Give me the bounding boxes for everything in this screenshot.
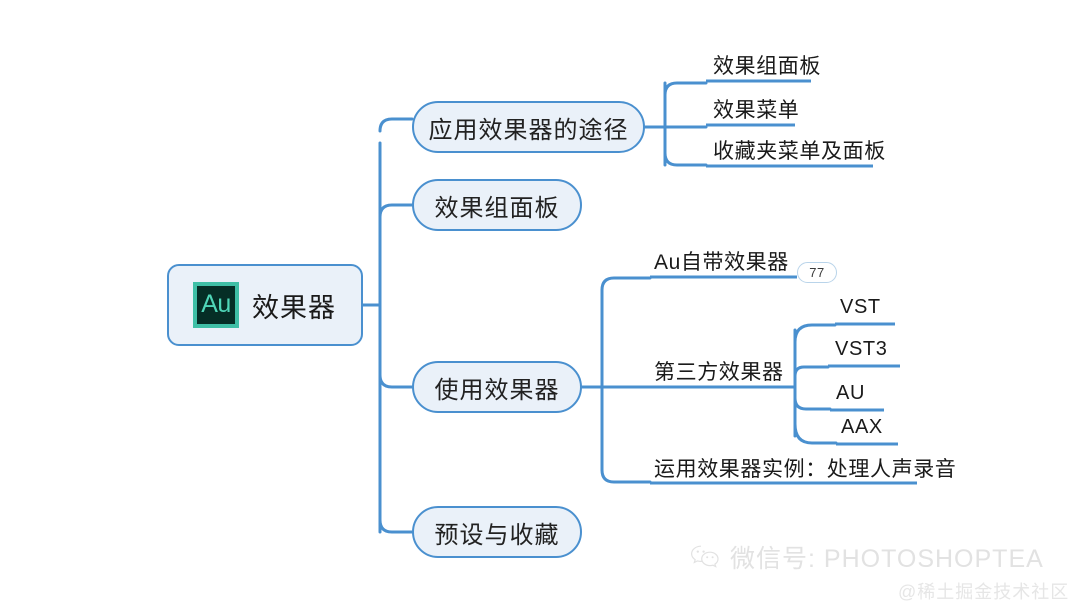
leaf-label-vst[interactable]: VST [840,296,881,318]
branch-node-effects-rack-panel[interactable]: 效果组面板 [412,179,582,231]
au-app-icon: Au [193,282,239,328]
leaf-label-aax[interactable]: AAX [841,416,883,438]
wire-3p-vst3 [793,365,830,378]
root-node-label: 效果器 [252,292,336,323]
leaf-label-au[interactable]: AU [836,382,865,404]
wechat-icon [690,545,719,568]
leaf-label-favorites-menu-panel[interactable]: 收藏夹菜单及面板 [713,140,886,163]
leaf-label-third-party-effects[interactable]: 第三方效果器 [654,361,784,384]
badge-count-au-builtin-effects: 77 [797,262,837,283]
root-node[interactable]: Au 效果器 [167,264,363,346]
branch-node-presets-favorites[interactable]: 预设与收藏 [412,506,582,558]
wire-b1-child-1 [663,81,708,97]
branch-node-label: 效果组面板 [434,194,560,222]
branch-node-label: 预设与收藏 [434,521,560,549]
wire-3p-au [793,396,832,411]
wire-3p-vst [793,323,837,344]
wire-b1-child-3 [663,151,708,167]
branch-node-apply-methods[interactable]: 应用效果器的途径 [412,101,645,153]
leaf-label-vst3[interactable]: VST3 [835,338,888,360]
wire-branch-4 [378,518,414,534]
watermark-attribution: @稀土掘金技术社区 [898,582,1070,602]
wire-branch-3 [378,373,414,389]
wire-branch-1 [378,117,414,133]
watermark-text: 微信号: PHOTOSHOPTEA [730,545,1044,573]
branch-node-label: 使用效果器 [434,376,560,404]
watermark: 微信号: PHOTOSHOPTEA [690,539,1044,575]
wire-3p-aax [793,422,838,445]
leaf-label-au-builtin-effects[interactable]: Au自带效果器 [654,251,789,274]
wire-branch-2 [378,203,414,219]
leaf-label-effects-menu[interactable]: 效果菜单 [713,99,800,122]
branch-node-label: 应用效果器的途径 [428,116,629,144]
branch-node-use-effects[interactable]: 使用效果器 [412,361,582,413]
wire-b3-child-1 [600,276,652,292]
wire-b3-child-3 [600,468,652,484]
leaf-label-effects-example-vocal[interactable]: 运用效果器实例：处理人声录音 [654,458,957,481]
leaf-label-effects-rack-panel[interactable]: 效果组面板 [713,55,821,78]
